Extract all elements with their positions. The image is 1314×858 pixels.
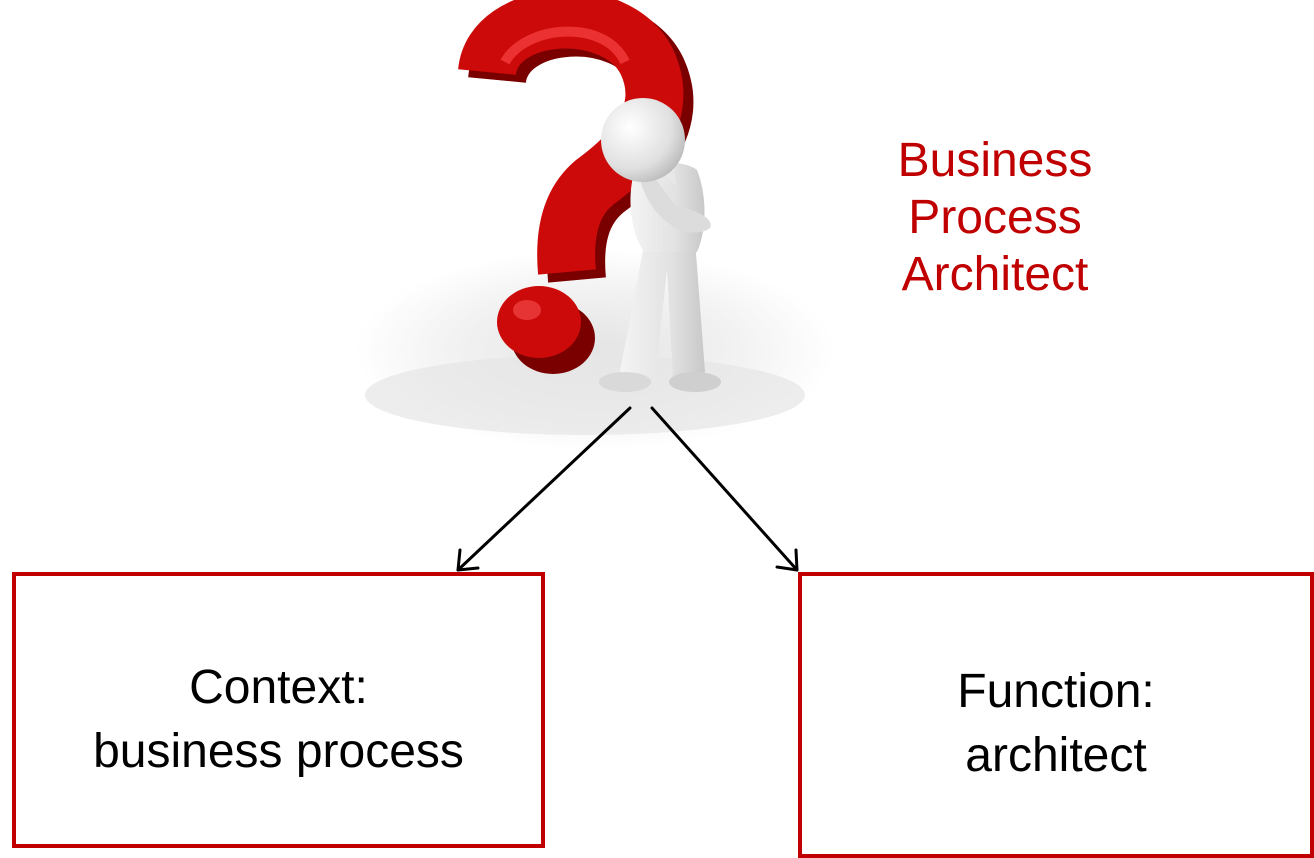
arrowhead-left: [456, 548, 480, 572]
role-title: Business Process Architect: [840, 132, 1150, 303]
context-box: Context: business process: [12, 572, 545, 848]
function-label: Function:: [957, 665, 1155, 718]
title-line-2: Process: [908, 191, 1082, 244]
arrowhead-right: [775, 548, 799, 572]
arrow-left: [456, 406, 632, 572]
context-value: business process: [93, 725, 464, 778]
title-line-3: Architect: [901, 248, 1089, 301]
function-box: Function: architect: [798, 572, 1314, 858]
context-label: Context:: [189, 661, 368, 714]
function-value: architect: [965, 729, 1147, 782]
thinking-person-question-mark-icon: [355, 0, 835, 450]
title-line-1: Business: [897, 134, 1093, 187]
person-figure: [599, 98, 721, 392]
arrow-right: [650, 406, 799, 572]
